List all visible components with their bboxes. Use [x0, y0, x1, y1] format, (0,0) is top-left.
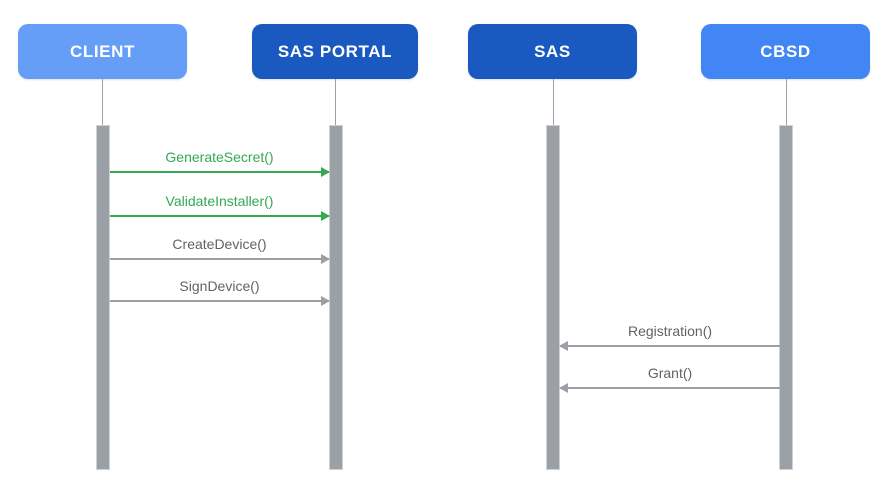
- activation-bar-sas-portal: [329, 125, 343, 470]
- arrowhead-left-icon: [559, 341, 568, 351]
- message-registration: Registration(): [559, 322, 780, 351]
- actor-box-cbsd: CBSD: [701, 24, 870, 79]
- actor-label-cbsd: CBSD: [760, 41, 811, 61]
- actor-box-sas: SAS: [468, 24, 637, 79]
- actor-box-sas-portal: SAS PORTAL: [252, 24, 418, 79]
- arrowhead-right-icon: [321, 254, 330, 264]
- arrowhead-right-icon: [321, 167, 330, 177]
- activation-bar-client: [96, 125, 110, 470]
- message-generate-secret: GenerateSecret(): [110, 148, 330, 177]
- activation-bar-cbsd: [779, 125, 793, 470]
- message-label: GenerateSecret(): [165, 149, 274, 165]
- lifeline-sas-portal: [335, 79, 336, 125]
- message-arrow-line: [559, 383, 780, 393]
- message-label: Grant(): [647, 365, 693, 381]
- message-label: CreateDevice(): [172, 236, 267, 252]
- actor-box-client: CLIENT: [18, 24, 187, 79]
- message-arrow-line: [110, 211, 330, 221]
- arrowhead-left-icon: [559, 383, 568, 393]
- message-label: Registration(): [627, 323, 713, 339]
- message-arrow-line: [110, 167, 330, 177]
- activation-bar-sas: [546, 125, 560, 470]
- message-validate-installer: ValidateInstaller(): [110, 192, 330, 221]
- lifeline-cbsd: [786, 79, 787, 125]
- message-grant: Grant(): [559, 364, 780, 393]
- message-label: SignDevice(): [179, 278, 260, 294]
- lifeline-client: [102, 79, 103, 125]
- arrowhead-right-icon: [321, 296, 330, 306]
- message-arrow-line: [110, 254, 330, 264]
- message-arrow-line: [559, 341, 780, 351]
- message-sign-device: SignDevice(): [110, 277, 330, 306]
- arrowhead-right-icon: [321, 211, 330, 221]
- lifeline-sas: [553, 79, 554, 125]
- actor-label-client: CLIENT: [70, 41, 135, 61]
- message-label: ValidateInstaller(): [165, 193, 274, 209]
- message-create-device: CreateDevice(): [110, 235, 330, 264]
- message-arrow-line: [110, 296, 330, 306]
- actor-label-sas: SAS: [534, 41, 571, 61]
- actor-label-sas-portal: SAS PORTAL: [277, 41, 393, 61]
